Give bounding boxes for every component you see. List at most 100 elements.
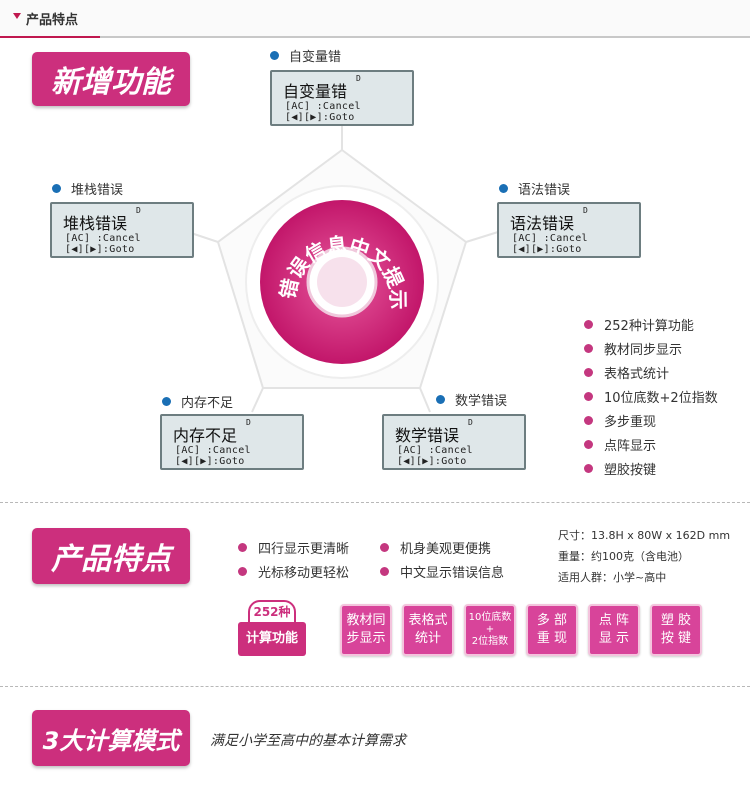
product-point-text: 中文显示错误信息 (400, 566, 505, 581)
feature-text: 10位底数+2位指数 (604, 390, 718, 406)
feature-text: 252种计算功能 (604, 318, 694, 334)
feature-item: 塑胶按键 (584, 456, 718, 480)
feature-tile-digits: 10位底数 + 2位指数 (464, 604, 516, 656)
lcd-line-1: [AC] :Cancel (175, 445, 251, 456)
feature-item: 10位底数+2位指数 (584, 384, 718, 408)
bullet-dot-icon (584, 463, 593, 473)
feature-tile-replay: 多 部 重 现 (526, 604, 578, 656)
bullet-dot-icon (380, 543, 389, 552)
lcd-line-2: [◀][▶]:Goto (512, 244, 582, 255)
feature-item: 表格式统计 (584, 360, 718, 384)
bullet-dot-icon (584, 367, 593, 377)
triangle-down-icon (13, 13, 21, 19)
lcd-line-1: [AC] :Cancel (397, 445, 473, 456)
feature-tile-keys: 塑 胶 按 键 (650, 604, 702, 656)
error-label-text: 堆栈错误 (71, 183, 124, 198)
feature-tile-text: 点 阵 显 示 (598, 613, 630, 646)
calc-modes-description: 满足小学至高中的基本计算需求 (210, 733, 406, 749)
lcd-screen-memory: 内存不足 D [AC] :Cancel [◀][▶]:Goto (160, 414, 304, 470)
feature-text: 多步重现 (604, 414, 657, 430)
calc-modes-badge: 3大计算模式 (32, 710, 190, 766)
bullet-dot-icon (436, 395, 445, 404)
spec-audience: 适用人群：小学~高中 (558, 571, 667, 584)
feature-text: 点阵显示 (604, 438, 657, 454)
bullet-dot-icon (584, 319, 593, 329)
dashed-divider (0, 686, 750, 687)
degree-indicator: D (136, 206, 141, 215)
error-label-stack: 堆栈错误 (52, 179, 123, 198)
feature-tile-table: 表格式 统计 (402, 604, 454, 656)
feature-item: 点阵显示 (584, 432, 718, 456)
feature-tile-text: 塑 胶 按 键 (660, 613, 692, 646)
error-pentagon-graphic: 错误信息中文提示，一目了然 (187, 126, 499, 413)
product-point: 中文显示错误信息 (380, 562, 504, 581)
header-accent-line (0, 36, 100, 38)
lcd-screen-argument: 自变量错 D [AC] :Cancel [◀][▶]:Goto (270, 70, 414, 126)
product-point-text: 机身美观更便携 (400, 542, 492, 557)
new-features-badge: 新增功能 (32, 52, 190, 106)
lcd-title: 内存不足 (173, 426, 238, 445)
error-label-memory: 内存不足 (162, 392, 233, 411)
feature-item: 多步重现 (584, 408, 718, 432)
lcd-line-2: [◀][▶]:Goto (175, 456, 245, 467)
bullet-dot-icon (584, 343, 593, 353)
lcd-title: 自变量错 (283, 82, 348, 101)
bullet-dot-icon (584, 415, 593, 425)
lcd-title: 语法错误 (510, 214, 575, 233)
bullet-dot-icon (162, 397, 171, 406)
spec-weight: 重量：约100克（含电池） (558, 550, 689, 563)
feature-list: 252种计算功能 教材同步显示 表格式统计 10位底数+2位指数 多步重现 点阵… (584, 312, 718, 480)
lcd-screen-math: 数学错误 D [AC] :Cancel [◀][▶]:Goto (382, 414, 526, 470)
degree-indicator: D (583, 206, 588, 215)
error-label-syntax: 语法错误 (499, 179, 570, 198)
error-label-argument: 自变量错 (270, 46, 341, 65)
dashed-divider (0, 502, 750, 503)
bullet-dot-icon (270, 51, 279, 60)
spec-size: 尺寸：13.8H x 80W x 162D mm (558, 529, 731, 542)
feature-item: 教材同步显示 (584, 336, 718, 360)
bullet-dot-icon (52, 184, 61, 193)
feature-tile-sync: 教材同 步显示 (340, 604, 392, 656)
feature-tile-text: 10位底数 + 2位指数 (468, 612, 512, 647)
degree-indicator: D (468, 418, 473, 427)
section-header-title: 产品特点 (26, 13, 79, 28)
product-point: 机身美观更便携 (380, 538, 491, 557)
error-label-text: 数学错误 (455, 394, 508, 409)
lcd-line-1: [AC] :Cancel (65, 233, 141, 244)
product-point: 光标移动更轻松 (238, 562, 349, 581)
feature-text: 教材同步显示 (604, 342, 683, 358)
bullet-dot-icon (238, 543, 247, 552)
error-label-text: 自变量错 (289, 50, 342, 65)
feature-item: 252种计算功能 (584, 312, 718, 336)
product-point: 四行显示更清晰 (238, 538, 349, 557)
degree-indicator: D (356, 74, 361, 83)
feature-tile-text: 多 部 重 现 (536, 613, 568, 646)
feature-tile-text: 表格式 统计 (408, 613, 448, 646)
bullet-dot-icon (499, 184, 508, 193)
bullet-dot-icon (380, 567, 389, 576)
feature-text: 表格式统计 (604, 366, 670, 382)
bullet-dot-icon (584, 391, 593, 401)
feature-tile-dotmatrix: 点 阵 显 示 (588, 604, 640, 656)
error-label-text: 语法错误 (518, 183, 571, 198)
lcd-screen-syntax: 语法错误 D [AC] :Cancel [◀][▶]:Goto (497, 202, 641, 258)
lcd-line-2: [◀][▶]:Goto (65, 244, 135, 255)
lcd-line-1: [AC] :Cancel (512, 233, 588, 244)
feature-text: 塑胶按键 (604, 462, 657, 478)
lcd-line-1: [AC] :Cancel (285, 101, 361, 112)
degree-indicator: D (246, 418, 251, 427)
section-header: 产品特点 (0, 0, 750, 38)
function-count-number: 252种 (248, 600, 296, 624)
lcd-line-2: [◀][▶]:Goto (397, 456, 467, 467)
lcd-screen-stack: 堆栈错误 D [AC] :Cancel [◀][▶]:Goto (50, 202, 194, 258)
function-count-tag: 252种 计算功能 (238, 600, 306, 658)
product-point-text: 四行显示更清晰 (258, 542, 350, 557)
feature-tile-text: 教材同 步显示 (346, 613, 386, 646)
bullet-dot-icon (238, 567, 247, 576)
bullet-dot-icon (584, 439, 593, 449)
lcd-title: 数学错误 (395, 426, 460, 445)
lcd-title: 堆栈错误 (63, 214, 128, 233)
error-label-text: 内存不足 (181, 396, 234, 411)
product-features-badge: 产品特点 (32, 528, 190, 584)
product-point-text: 光标移动更轻松 (258, 566, 350, 581)
